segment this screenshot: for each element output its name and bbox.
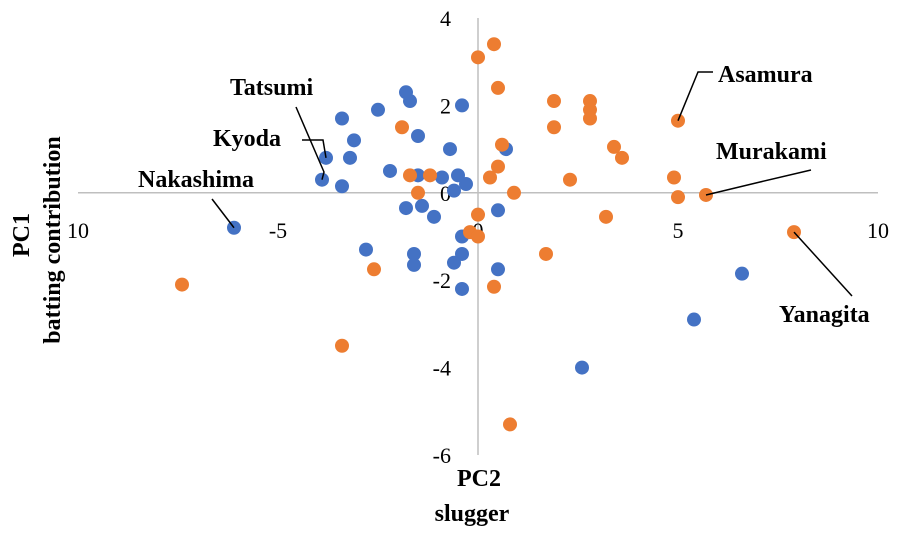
annotation-label: Yanagita xyxy=(779,302,870,328)
data-point-series-2 xyxy=(471,229,485,244)
y-tick-label: -2 xyxy=(433,268,451,293)
x-tick-label: 10 xyxy=(867,218,889,243)
data-point-series-1 xyxy=(427,209,441,224)
data-point-series-1 xyxy=(359,242,373,257)
data-point-series-1 xyxy=(447,255,461,270)
data-point-series-2 xyxy=(547,120,561,135)
data-point-series-1 xyxy=(735,266,749,281)
annotation-label: Kyoda xyxy=(213,126,281,152)
data-point-series-1 xyxy=(575,360,589,375)
data-point-series-1 xyxy=(459,177,473,192)
data-point-series-2 xyxy=(563,172,577,187)
data-point-series-2 xyxy=(583,111,597,126)
data-point-series-2 xyxy=(335,338,349,353)
y-axis-title-line-2: batting contribution xyxy=(40,136,66,343)
data-point-series-1 xyxy=(455,281,469,296)
data-point-series-2 xyxy=(667,170,681,185)
data-point-series-1 xyxy=(347,133,361,148)
annotation-label: Murakami xyxy=(716,139,827,165)
data-point-series-2 xyxy=(491,159,505,174)
data-point-series-1 xyxy=(415,198,429,213)
data-point-series-1 xyxy=(687,312,701,327)
y-tick-label: 2 xyxy=(440,93,451,118)
x-tick-label: 10 xyxy=(67,218,89,243)
annotation-leader-line xyxy=(705,169,812,196)
annotation-leader-line xyxy=(677,71,713,121)
x-axis-title-line-1: PC2 xyxy=(457,466,501,492)
data-point-series-2 xyxy=(671,190,685,205)
data-point-series-1 xyxy=(335,179,349,194)
data-point-series-2 xyxy=(495,137,509,152)
data-point-series-1 xyxy=(491,262,505,277)
data-point-series-1 xyxy=(335,111,349,126)
data-point-series-1 xyxy=(399,201,413,216)
annotation-leader-line xyxy=(211,198,235,229)
data-point-series-2 xyxy=(483,170,497,185)
y-tick-label: 4 xyxy=(440,6,451,31)
data-point-series-2 xyxy=(599,209,613,224)
data-point-series-1 xyxy=(383,163,397,178)
data-point-series-2 xyxy=(487,279,501,294)
data-point-series-1 xyxy=(491,203,505,218)
data-point-series-2 xyxy=(503,417,517,432)
data-points xyxy=(175,37,801,432)
data-point-series-2 xyxy=(395,120,409,135)
data-point-series-2 xyxy=(491,80,505,95)
data-point-series-2 xyxy=(403,168,417,183)
data-point-series-1 xyxy=(403,94,417,109)
x-axis-title-line-2: slugger xyxy=(435,501,510,527)
data-point-series-1 xyxy=(407,257,421,272)
data-point-series-2 xyxy=(367,262,381,277)
data-point-series-2 xyxy=(507,185,521,200)
data-point-series-2 xyxy=(411,185,425,200)
y-tick-label: -6 xyxy=(433,443,451,468)
data-point-series-1 xyxy=(371,102,385,117)
annotation-leader-line xyxy=(295,106,325,180)
data-point-series-2 xyxy=(547,94,561,109)
data-point-series-2 xyxy=(487,37,501,52)
annotation-leader-line xyxy=(302,139,327,158)
data-point-series-2 xyxy=(423,168,437,183)
data-point-series-2 xyxy=(175,277,189,292)
annotation-label: Tatsumi xyxy=(230,75,313,101)
annotation-leaders xyxy=(211,71,853,297)
x-tick-label: 5 xyxy=(673,218,684,243)
data-point-series-2 xyxy=(615,150,629,165)
x-tick-label: -5 xyxy=(269,218,287,243)
data-point-series-1 xyxy=(447,183,461,198)
annotation-label: Nakashima xyxy=(138,167,254,193)
y-tick-label: 0 xyxy=(440,181,451,206)
data-point-series-1 xyxy=(443,142,457,157)
data-point-series-2 xyxy=(471,207,485,222)
data-point-series-1 xyxy=(343,150,357,165)
annotation-labels: Nakashima Kyoda Tatsumi AsamuraMurakamiYana… xyxy=(138,62,870,328)
data-point-series-1 xyxy=(411,128,425,143)
data-point-series-2 xyxy=(539,246,553,261)
data-point-series-2 xyxy=(471,50,485,65)
y-tick-label: -4 xyxy=(433,356,451,381)
data-point-series-1 xyxy=(455,98,469,113)
data-point-series-2 xyxy=(607,139,621,154)
annotation-label: Asamura xyxy=(718,62,813,88)
y-axis-title-line-1: PC1 xyxy=(9,213,35,257)
annotation-leader-line xyxy=(793,231,853,297)
y-tick-labels: 4 2 0 -2 -4 -6 xyxy=(433,6,451,468)
data-point-series-1 xyxy=(435,170,449,185)
data-point-series-1 xyxy=(407,246,421,261)
